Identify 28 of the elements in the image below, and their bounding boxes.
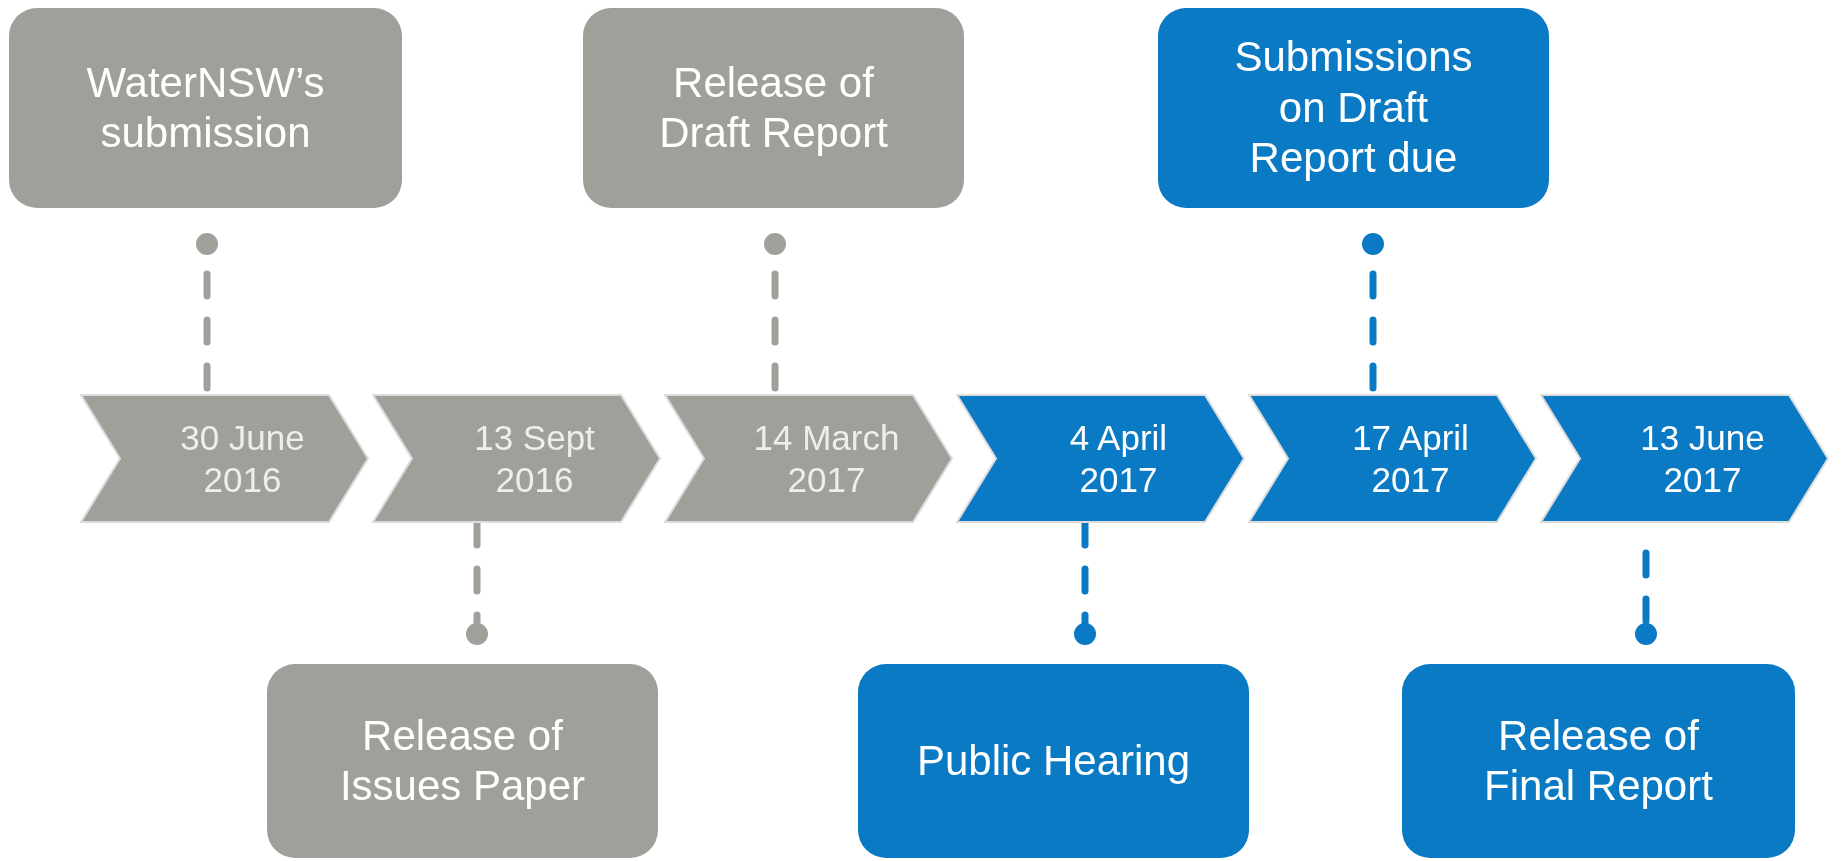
date-label: 4 April 2017 — [1068, 417, 1169, 500]
dashed-connector — [1635, 549, 1657, 645]
timeline-date-step — [372, 394, 661, 523]
timeline-date-step — [664, 394, 953, 523]
timeline-date-step — [956, 394, 1245, 523]
milestone-box — [1402, 664, 1795, 858]
dashed-connector — [196, 233, 218, 392]
milestone-label: Release of Issues Paper — [338, 710, 587, 811]
date-label: 13 Sept 2016 — [473, 417, 596, 500]
date-label: 14 March 2017 — [752, 417, 901, 500]
date-label: 13 June 2017 — [1639, 417, 1766, 500]
dashed-connector — [764, 233, 786, 392]
milestone-label: Release of Draft Report — [658, 57, 889, 158]
date-label: 30 June 2016 — [179, 417, 306, 500]
milestone-box — [583, 8, 964, 208]
timeline-date-step — [1540, 394, 1829, 523]
milestone-label: Submissions on Draft Report due — [1233, 32, 1474, 184]
milestone-box — [267, 664, 658, 858]
milestone-label: Release of Final Report — [1483, 710, 1714, 811]
milestone-box — [9, 8, 402, 208]
milestone-label: WaterNSW’s submission — [85, 57, 326, 158]
milestone-box — [858, 664, 1249, 858]
dashed-connector — [1362, 233, 1384, 392]
milestone-label: Public Hearing — [915, 735, 1192, 786]
date-label: 17 April 2017 — [1351, 417, 1470, 500]
timeline-date-step — [1248, 394, 1537, 523]
milestone-box — [1158, 8, 1549, 208]
timeline-date-step — [80, 394, 369, 523]
